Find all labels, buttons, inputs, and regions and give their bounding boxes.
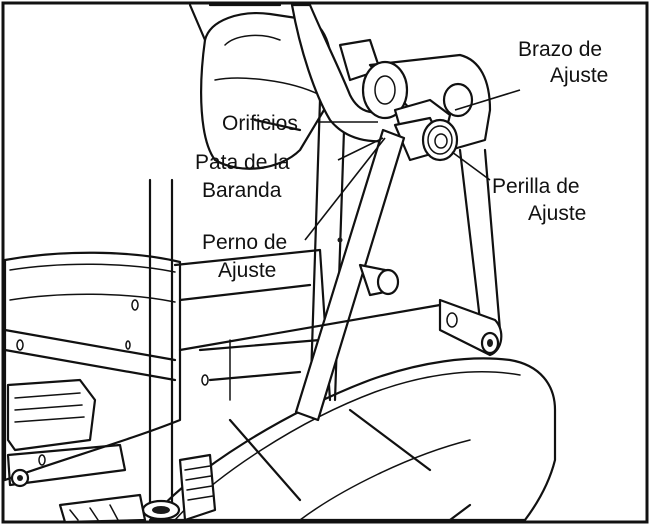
leader-adjust-arm [454, 89, 521, 111]
rail-leg [294, 128, 406, 422]
label-adjust-knob-line2: Ajuste [528, 202, 586, 225]
right-support-arm [438, 148, 503, 357]
adjustment-knob [393, 116, 459, 162]
leader-adjust-bolt [304, 137, 386, 241]
center-column [58, 178, 217, 524]
label-adjust-arm-line2: Ajuste [550, 64, 608, 87]
pedal [6, 378, 127, 488]
leader-rail-leg [337, 137, 384, 161]
cross-bar [178, 263, 442, 352]
leader-adjust-knob [451, 151, 491, 181]
label-holes: Orificios [222, 112, 298, 135]
label-rail-leg-line2: Baranda [202, 179, 282, 202]
leader-lines [304, 89, 521, 241]
label-adjust-arm-line1: Brazo de [518, 38, 602, 61]
inner-frame [173, 248, 432, 502]
callout-labels: Brazo de Ajuste Orificios Pata de la Bar… [195, 38, 608, 282]
label-adjust-bolt-line2: Ajuste [218, 259, 276, 282]
label-adjust-bolt-line1: Perno de [202, 231, 287, 254]
console-body [188, 3, 333, 170]
base-shroud [148, 357, 557, 522]
label-rail-leg-line1: Pata de la [195, 151, 290, 174]
label-adjust-knob-line1: Perilla de [492, 175, 580, 198]
